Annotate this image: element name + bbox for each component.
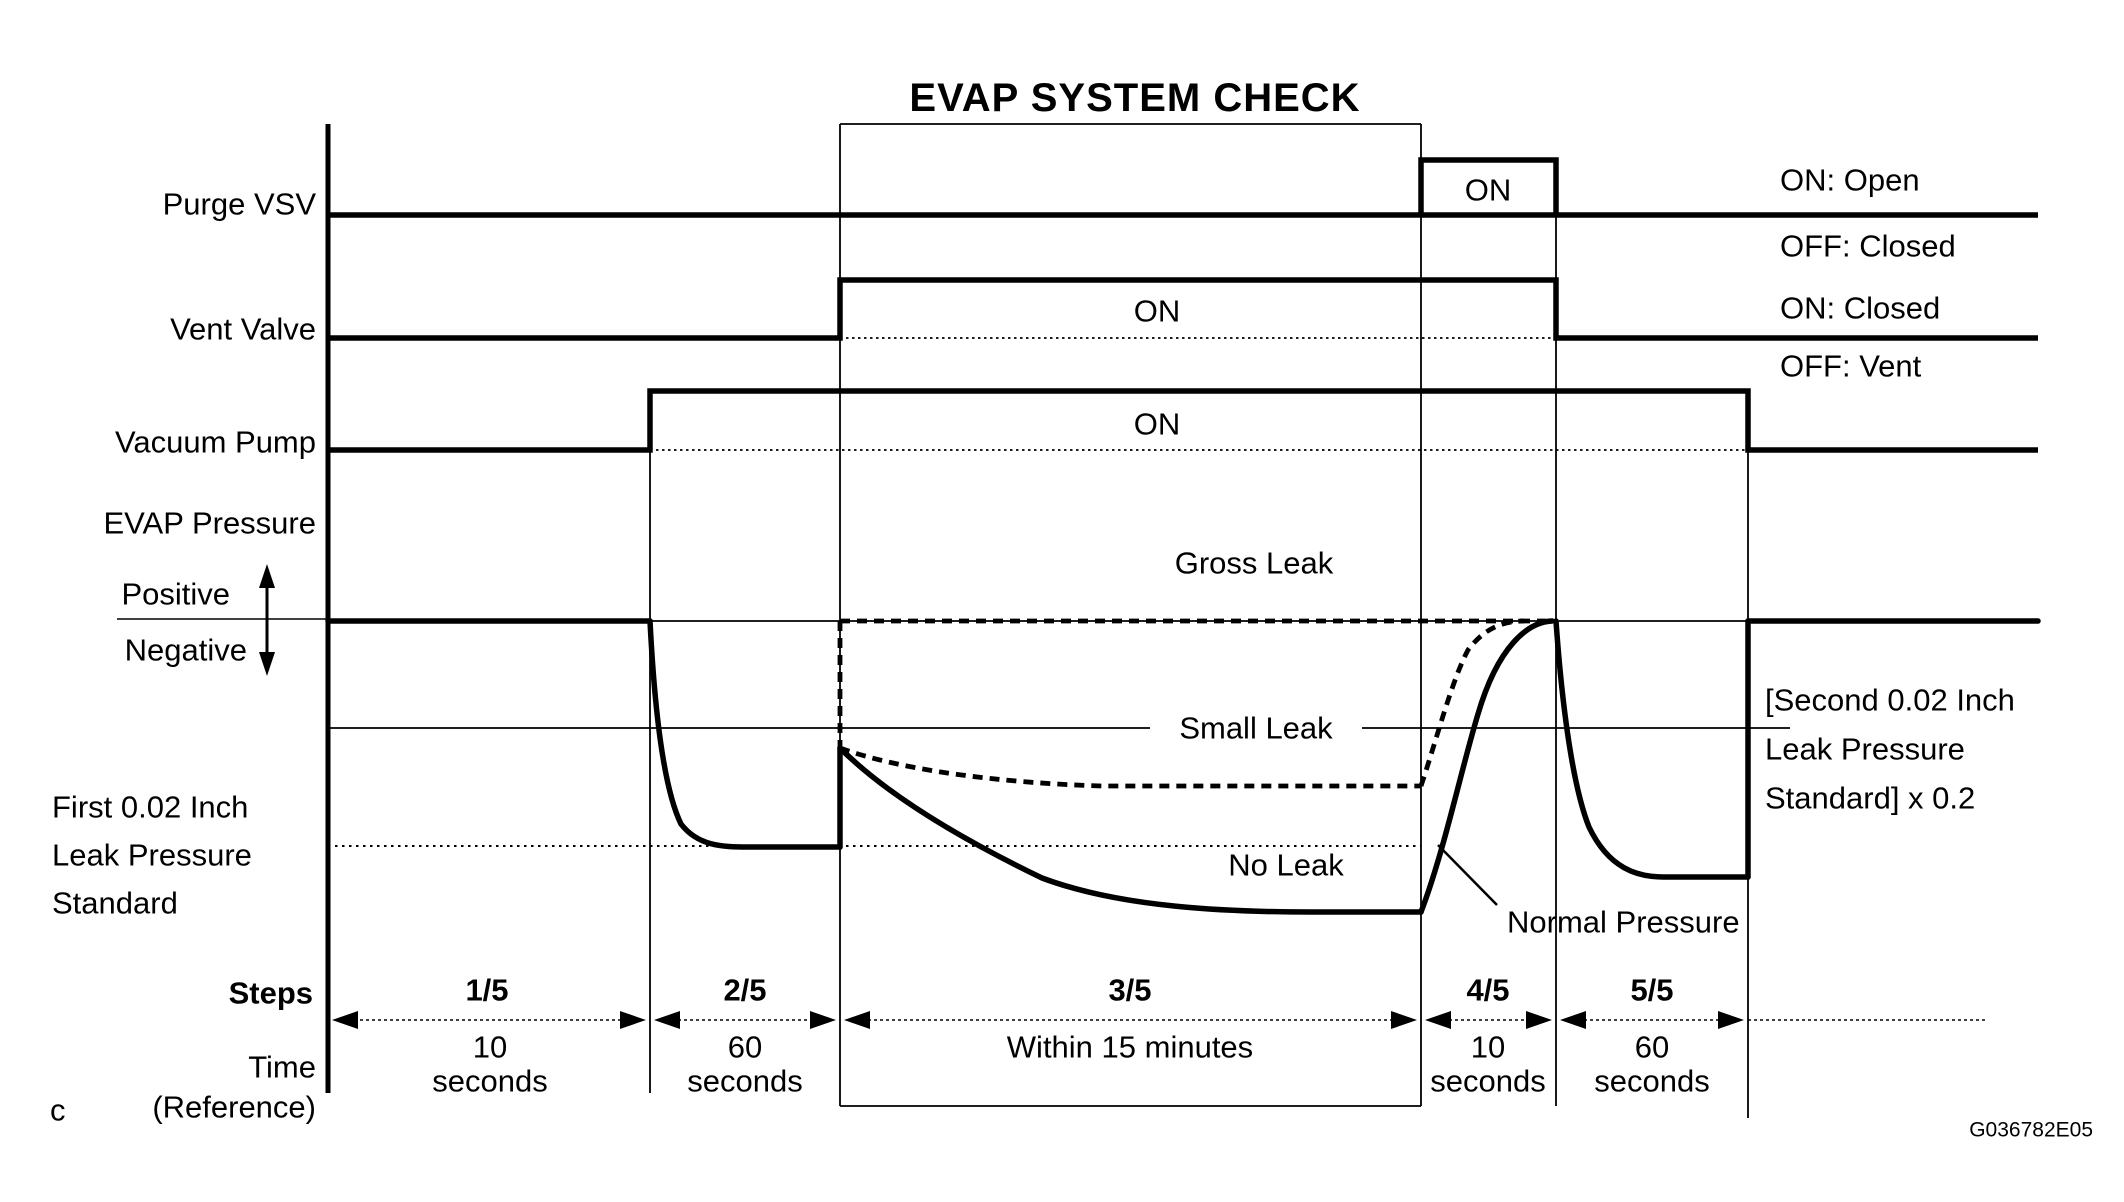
no-leak-label: No Leak bbox=[1228, 848, 1344, 883]
vent-legend-on: ON: Closed bbox=[1780, 291, 1940, 326]
pressure-drop-step5 bbox=[1553, 618, 1751, 880]
svg-text:Standard: Standard bbox=[52, 886, 178, 921]
step1-number: 1/5 bbox=[465, 973, 508, 1008]
signal-traces bbox=[328, 157, 2038, 453]
gross-leak-label: Gross Leak bbox=[1175, 546, 1334, 581]
small-leak-label: Small Leak bbox=[1179, 711, 1333, 746]
step3-time-value: Within 15 minutes bbox=[1007, 1030, 1253, 1065]
step-dimension-arrows bbox=[332, 1011, 1985, 1029]
positive-negative-arrow-icon bbox=[259, 564, 275, 676]
purge-legend-on: ON: Open bbox=[1780, 163, 1920, 198]
small-leak-decay-dashed bbox=[839, 745, 1421, 789]
figure-code: G036782E05 bbox=[1969, 1119, 2093, 1142]
evap-pressure-solid-curve bbox=[325, 618, 2041, 915]
svg-text:[Second 0.02 Inch: [Second 0.02 Inch bbox=[1765, 683, 2015, 718]
pressure-no-leak-decay bbox=[837, 745, 1424, 915]
page-title: EVAP SYSTEM CHECK bbox=[909, 76, 1360, 120]
small-leak-rise-dashed bbox=[1418, 618, 1525, 787]
svg-text:First 0.02 Inch: First 0.02 Inch bbox=[52, 790, 248, 825]
evap-pressure-label: EVAP Pressure bbox=[103, 506, 316, 541]
step3-number: 3/5 bbox=[1108, 973, 1151, 1008]
time-label: Time bbox=[248, 1050, 316, 1085]
normal-pressure-label: Normal Pressure bbox=[1507, 905, 1740, 940]
second-standard-text: [Second 0.02 Inch Leak Pressure Standard… bbox=[1765, 683, 2015, 816]
positive-label: Positive bbox=[121, 577, 230, 612]
negative-label: Negative bbox=[125, 633, 247, 668]
steps-label: Steps bbox=[229, 976, 313, 1011]
footnote-marker: c bbox=[50, 1093, 66, 1128]
purge-vsv-label: Purge VSV bbox=[163, 187, 317, 222]
time-reference-label: (Reference) bbox=[152, 1090, 316, 1125]
vacuum-pump-trace bbox=[328, 388, 2038, 453]
dimension-arrow-step1 bbox=[332, 1011, 646, 1029]
leak-dashed-curves bbox=[837, 618, 1546, 789]
svg-text:Standard] x 0.2: Standard] x 0.2 bbox=[1765, 781, 1975, 816]
dimension-arrow-step4 bbox=[1425, 1011, 1552, 1029]
step1-time-value: 10 bbox=[473, 1030, 507, 1065]
step4-time-value: 10 bbox=[1471, 1030, 1505, 1065]
purge-legend-off: OFF: Closed bbox=[1780, 229, 1956, 264]
vent-legend-off: OFF: Vent bbox=[1780, 349, 1922, 384]
dimension-arrow-step3 bbox=[844, 1011, 1417, 1029]
step4-number: 4/5 bbox=[1466, 973, 1509, 1008]
first-standard-text: First 0.02 Inch Leak Pressure Standard bbox=[52, 790, 252, 921]
step1-time-unit: seconds bbox=[432, 1064, 547, 1099]
dimension-arrow-step5 bbox=[1560, 1011, 1744, 1029]
step2-time-unit: seconds bbox=[687, 1064, 802, 1099]
normal-pressure-leader-line bbox=[1437, 844, 1498, 906]
dimension-arrow-step2 bbox=[654, 1011, 836, 1029]
step5-time-unit: seconds bbox=[1594, 1064, 1709, 1099]
step2-time-value: 60 bbox=[728, 1030, 762, 1065]
step4-time-unit: seconds bbox=[1430, 1064, 1545, 1099]
vent-valve-trace bbox=[328, 277, 2038, 341]
pressure-rise-step4 bbox=[1418, 618, 1555, 915]
vent-valve-label: Vent Valve bbox=[170, 312, 316, 347]
vacuum-pump-on-label: ON bbox=[1134, 407, 1181, 442]
pressure-drop-step2 bbox=[647, 618, 843, 850]
purge-vsv-on-pulse-trace bbox=[1418, 157, 1559, 217]
vent-valve-on-label: ON bbox=[1134, 294, 1181, 329]
vacuum-pump-label: Vacuum Pump bbox=[115, 425, 316, 460]
purge-vsv-on-label: ON bbox=[1465, 173, 1512, 208]
step5-time-value: 60 bbox=[1635, 1030, 1669, 1065]
step2-number: 2/5 bbox=[723, 973, 766, 1008]
svg-text:Leak Pressure: Leak Pressure bbox=[52, 838, 252, 873]
svg-text:Leak Pressure: Leak Pressure bbox=[1765, 732, 1965, 767]
step5-number: 5/5 bbox=[1630, 973, 1673, 1008]
